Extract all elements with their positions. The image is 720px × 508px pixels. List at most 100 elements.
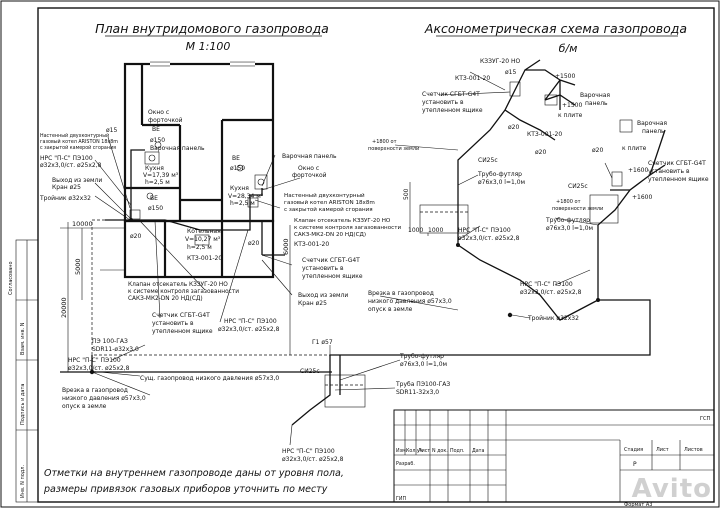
sidebar-agreed: Согласовано <box>8 261 14 295</box>
kitchen-1-volume: V=17,39 м³ <box>143 172 179 179</box>
axon-p1800d: поверхности земли <box>552 206 603 212</box>
note-line-2: размеры привязок газовых приборов уточни… <box>43 484 328 495</box>
meter-label-1b: установить в <box>302 265 344 272</box>
axon-tie-b: низкого давления ø57x3,0 <box>368 298 452 305</box>
axon-p1800b: поверхности земли <box>368 146 419 152</box>
meter-label-2b: установить в <box>152 320 194 327</box>
axon-meter2: Счетчик СГБТ-G4T <box>648 160 706 167</box>
dim-6000: 6000 <box>282 238 290 255</box>
diam-20-plan-a: ø20 <box>130 233 141 240</box>
sidebar-strip: Согласовано Взам. инв. N Подпись и дата … <box>8 239 39 503</box>
axon-meter2c: утепленном ящике <box>648 176 709 183</box>
axon-tie-c: опуск в земле <box>368 306 413 313</box>
plan-annotations: Окно с форточкой ВЕ ø150 Варочная панель… <box>39 109 401 410</box>
boiler-note-2: газовый котел ARISTON 18x8m <box>40 138 118 145</box>
vent-label-1: ВЕ <box>152 126 160 133</box>
valve-note-1: Клапан отсекатель КЗЗУГ-20 НО <box>294 218 391 224</box>
valve-note-2: к системе контроля загазованности <box>294 225 401 231</box>
nrs-label-2b: ø32x3,0/ст. ø25x2,8 <box>218 326 280 333</box>
plan-title: План внутридомового газопровода <box>95 21 329 36</box>
cooker-panel-label-1: Варочная панель <box>150 145 205 152</box>
axon-kt3: КТЗ-001-20 <box>455 75 490 82</box>
axon-pipes <box>291 59 666 426</box>
cooker-panel-label-2: Варочная панель <box>282 153 337 160</box>
boiler-note-3: с закрытой камерой сгорания <box>40 144 116 151</box>
ground-sections <box>324 182 619 408</box>
axon-cooker1: Варочная <box>580 92 610 99</box>
stamp-list: Лист <box>418 448 430 454</box>
stamp-format: Формат А3 <box>624 502 652 508</box>
axon-d20b: ø20 <box>535 149 546 156</box>
stamp-list2: Лист <box>656 447 669 453</box>
stamp-stadiya: Стадия <box>624 447 643 453</box>
stamp-gip: ГИП <box>396 496 407 502</box>
pe100-label: ПЭ 100-ГАЗ <box>92 338 128 345</box>
nrs-label-3b: ø32x3,0/ст. ø25x2,8 <box>68 365 130 372</box>
valve-note-6: САКЗ-МК2-DN 20 НД(СД) <box>128 296 203 302</box>
watermark-logo: Avito <box>631 474 712 504</box>
kt3-label-plan-b: КТЗ-001-20 <box>294 241 329 248</box>
boiler-note-4: Настенный двухконтурный <box>284 192 365 199</box>
axon-p1600a: +1600 <box>628 167 648 174</box>
axon-tie: Врезка в газопровод <box>368 290 434 297</box>
tie-in-label-1c: опуск в земле <box>62 403 107 410</box>
axon-d15: ø15 <box>505 69 516 76</box>
axon-p1800: +1800 от <box>372 139 397 145</box>
window-label-2: Окно с <box>298 165 319 172</box>
meter-label-1: Счетчик СГБТ-G4T <box>302 257 360 264</box>
valve-note-4: Клапан отсекатель КЗЗУГ-20 НО <box>128 282 228 288</box>
axon-sleeve1b: ø76x3,0 l=1,0м <box>478 179 525 186</box>
inner-frame <box>37 7 715 503</box>
kt3-label-plan: КТЗ-001-20 <box>187 255 222 262</box>
sidebar-inv-number: Взам. инв. N <box>20 322 26 355</box>
boiler-note-1: Настенный двухконтурный <box>40 132 109 139</box>
axon-si25c2: СИ25с <box>568 183 588 190</box>
stamp-gsp: ГСП <box>700 416 711 422</box>
boiler-room-name: Котельная <box>187 228 221 235</box>
tie-in-label-1: Врезка в газопровод <box>62 387 128 394</box>
axon-leaders <box>289 71 613 446</box>
axon-p1500a: +1500 <box>555 73 575 80</box>
axon-annotations: КЗЗУГ-20 НО ø15 КТЗ-001-20 Счетчик СГБТ-… <box>282 58 709 463</box>
sidebar-sign-date: Подпись и дата <box>20 384 26 425</box>
stamp-ndok: N док. <box>432 448 448 454</box>
valve-note-3: САКЗ-МК2-DN 20 НД(СД) <box>294 232 366 238</box>
nrs-label-3: НРС "П-С" ПЭ100 <box>68 357 121 364</box>
stamp-data: Дата <box>472 448 484 454</box>
meter-label-2c: утепленном ящике <box>152 328 213 335</box>
nrs-label-2: НРС "П-С" ПЭ100 <box>224 318 277 325</box>
axon-g1: Г1 ø57 <box>312 339 333 346</box>
axon-nrs3b: ø32x3,0/ст. ø25x2,8 <box>282 456 344 463</box>
kitchen-2-name: Кухня <box>230 185 249 192</box>
tie-in-label-1b: низкого давления ø57x3,0 <box>62 395 146 402</box>
sdr-label: SDR11-ø32x3,0 <box>92 346 139 353</box>
axon-title: Аксонометрическая схема газопровода <box>424 21 687 36</box>
axon-meter-b: установить в <box>422 99 464 106</box>
axon-d20a: ø20 <box>508 124 519 131</box>
axon-sleeve1: Трубо-футляр <box>477 171 522 178</box>
exit-ground-2: Выход из земли <box>298 292 348 299</box>
window-label-1: Окно с <box>148 109 169 116</box>
boiler-room-volume: V=10,27 м³ <box>185 236 221 243</box>
dim-20000: 20000 <box>60 297 68 318</box>
meter-label-2: Счетчик СГБТ-G4T <box>152 312 210 319</box>
kitchen-2-volume: V=28,34 м³ <box>228 193 264 200</box>
axon-k3: КЗЗУГ-20 НО <box>480 58 520 65</box>
axon-meter: Счетчик СГБТ-G4T <box>422 91 480 98</box>
stamp-stage-value: Р <box>633 461 637 468</box>
boiler-note-6: с закрытой камерой сгорания <box>284 206 373 213</box>
axon-tocooker2: к плите <box>622 145 647 152</box>
window-label-1b: форточкой <box>148 117 183 124</box>
meter-label-1c: утепленном ящике <box>302 273 363 280</box>
plan-scale: М 1:100 <box>186 40 231 53</box>
stamp-podp: Подп. <box>450 448 465 454</box>
existing-pipe-label: Сущ. газопровод низкого давления ø57x3,0 <box>140 375 279 382</box>
boiler-note-5: газовый котел ARISTON 18x8m <box>284 199 375 206</box>
stamp-kol: Кол.уч <box>406 448 423 454</box>
diam-20-plan-b: ø20 <box>248 240 259 247</box>
axon-sleeve3b: ø76x3,0 l=1,0м <box>400 361 447 368</box>
axon-kt3b: КТЗ-001-20 <box>527 131 562 138</box>
